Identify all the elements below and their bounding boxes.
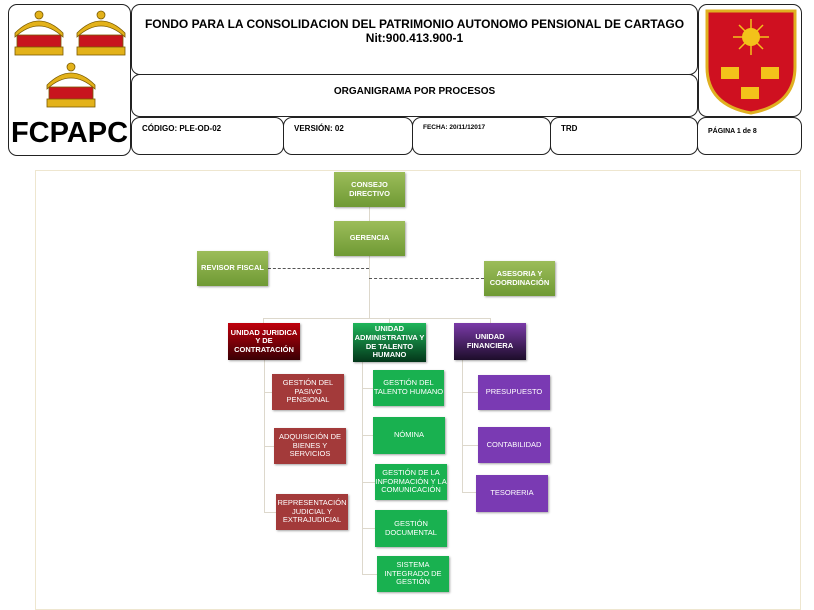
trd: TRD [550,117,698,155]
node-financiera-item: TESORERIA [476,475,548,512]
node-admin-item: GESTIÓN DOCUMENTAL [375,510,447,547]
node-juridica-item: ADQUISICIÓN DE BIENES Y SERVICIOS [274,428,346,464]
title-box: FONDO PARA LA CONSOLIDACION DEL PATRIMON… [131,4,698,75]
node-admin-item: NÓMINA [373,417,445,454]
node-admin-item: GESTIÓN DEL TALENTO HUMANO [373,370,444,406]
nit: Nit:900.413.900-1 [365,31,464,45]
version: VERSIÓN: 02 [283,117,413,155]
pagina: PÁGINA 1 de 8 [697,117,802,155]
fecha: FECHA: 20/11/12017 [412,117,551,155]
document-title: FONDO PARA LA CONSOLIDACION DEL PATRIMON… [144,17,685,31]
node-unidad-juridica: UNIDAD JURIDICA Y DE CONTRATACIÓN [228,323,300,360]
node-juridica-item: REPRESENTACIÓN JUDICIAL Y EXTRAJUDICIAL [276,494,348,530]
node-consejo-directivo: CONSEJO DIRECTIVO [334,172,405,207]
shield-box [698,4,802,117]
logo-text: FCPAPC [10,117,129,149]
node-admin-item: SISTEMA INTEGRADO DE GESTIÓN [377,556,449,592]
subtitle: ORGANIGRAMA POR PROCESOS [131,74,698,117]
node-revisor-fiscal: REVISOR FISCAL [197,251,268,286]
node-unidad-financiera: UNIDAD FINANCIERA [454,323,526,360]
node-financiera-item: CONTABILIDAD [478,427,550,463]
shield-emblem-icon [705,9,797,115]
crowns-logo-icon [14,10,126,108]
codigo: CÓDIGO: PLE-OD-02 [131,117,284,155]
node-admin-item: GESTIÓN DE LA INFORMACIÓN Y LA COMUNICAC… [375,464,447,500]
node-unidad-administrativa: UNIDAD ADMINISTRATIVA Y DE TALENTO HUMAN… [353,323,426,362]
node-juridica-item: GESTIÓN DEL PASIVO PENSIONAL [272,374,344,410]
node-asesoria: ASESORIA Y COORDINACIÓN [484,261,555,296]
node-financiera-item: PRESUPUESTO [478,375,550,410]
logo-box: FCPAPC [8,4,131,156]
node-gerencia: GERENCIA [334,221,405,256]
